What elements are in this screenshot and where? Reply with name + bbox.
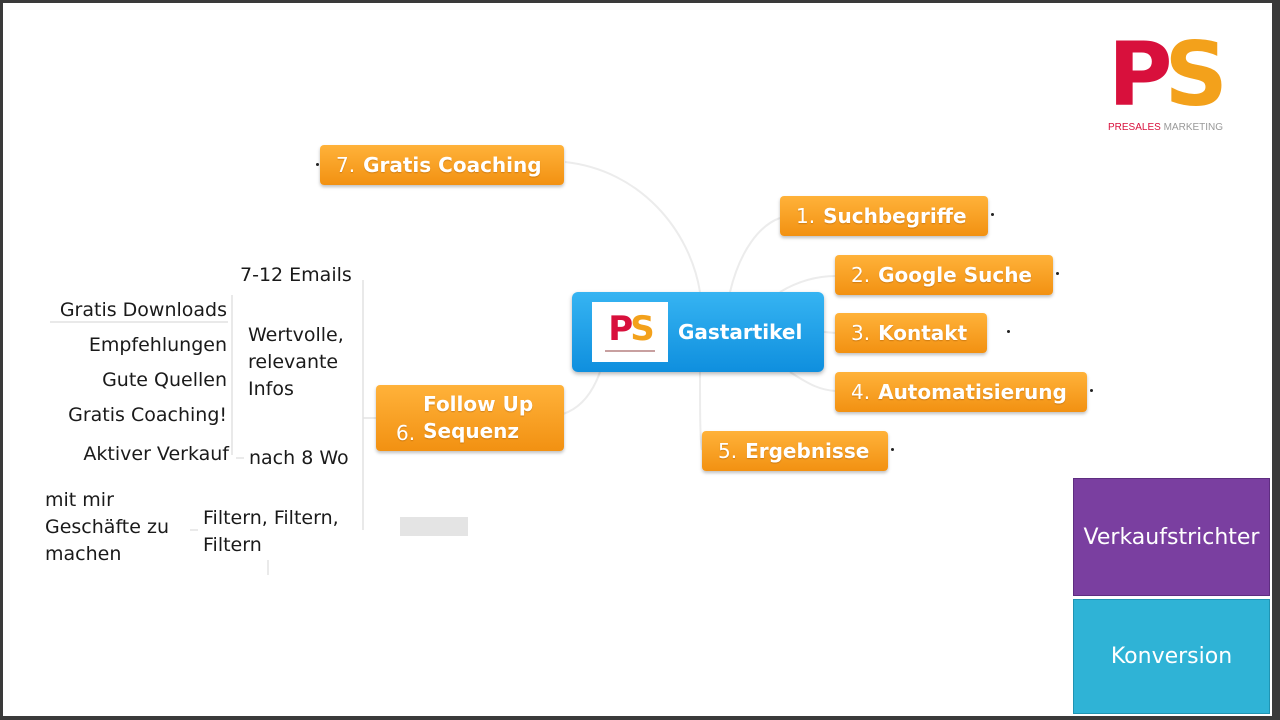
- leaf-empfehlungen[interactable]: Empfehlungen: [88, 334, 227, 356]
- branch-dot: [891, 448, 894, 451]
- logo-tagline: PRESALES MARKETING: [1108, 122, 1224, 133]
- logo-letter-p: P: [1108, 23, 1172, 126]
- branch-follow-up-sequenz[interactable]: 6. Follow Up Sequenz: [376, 385, 564, 451]
- branch-ergebnisse[interactable]: 5.Ergebnisse: [702, 431, 888, 471]
- connector-b4: [789, 371, 837, 392]
- branch-gratis-coaching[interactable]: 7.Gratis Coaching: [320, 145, 564, 185]
- central-label: Gastartikel: [678, 320, 803, 344]
- brand-logo: PS PRESALES MARKETING: [1108, 30, 1248, 142]
- window-frame-top: [0, 0, 1280, 3]
- connector-b7: [564, 161, 701, 293]
- leaf-gratis-coaching[interactable]: Gratis Coaching!: [68, 404, 227, 426]
- window-frame-right: [1272, 0, 1280, 720]
- central-node[interactable]: PS Gastartikel: [572, 292, 824, 372]
- connector-b5: [699, 371, 703, 451]
- panel-konversion[interactable]: Konversion: [1073, 599, 1270, 714]
- connector-b3: [823, 331, 837, 334]
- branch-automatisierung[interactable]: 4.Automatisierung: [835, 372, 1087, 412]
- branch-line: Follow Up: [423, 392, 534, 416]
- branch-suchbegriffe[interactable]: 1.Suchbegriffe: [780, 196, 988, 236]
- sub-wertvolle[interactable]: Wertvolle, relevante Infos: [248, 324, 344, 400]
- branch-dot: [1007, 330, 1010, 333]
- window-frame-bottom: [0, 716, 1280, 720]
- window-frame-left: [0, 0, 3, 720]
- placeholder-box: [400, 517, 468, 536]
- connector-b2: [779, 275, 837, 293]
- leaf-aktiver-verkauf[interactable]: Aktiver Verkauf: [83, 443, 229, 465]
- leaf-geschaefte[interactable]: mit mir Geschäfte zu machen: [45, 489, 169, 565]
- branch-google-suche[interactable]: 2.Google Suche: [835, 255, 1053, 295]
- branch-dot: [1056, 272, 1059, 275]
- branch-line: Sequenz: [423, 419, 520, 443]
- branch-dot: [1090, 389, 1093, 392]
- sub-emails[interactable]: 7-12 Emails: [240, 264, 352, 286]
- sub-filtern[interactable]: Filtern, Filtern, Filtern: [203, 507, 339, 556]
- branch-dot: [991, 213, 994, 216]
- leaf-gute-quellen[interactable]: Gute Quellen: [102, 369, 227, 391]
- branch-dot: [316, 163, 319, 166]
- logo-letter-s: S: [1164, 23, 1228, 126]
- panel-verkaufstrichter[interactable]: Verkaufstrichter: [1073, 478, 1270, 596]
- connector-b6: [562, 371, 601, 415]
- leaf-gratis-downloads[interactable]: Gratis Downloads: [59, 299, 227, 321]
- connector-b1: [729, 217, 781, 293]
- sub-nach-8-wo[interactable]: nach 8 Wo: [249, 447, 349, 469]
- central-logo: PS: [592, 302, 668, 362]
- branch-kontakt[interactable]: 3.Kontakt: [835, 313, 987, 353]
